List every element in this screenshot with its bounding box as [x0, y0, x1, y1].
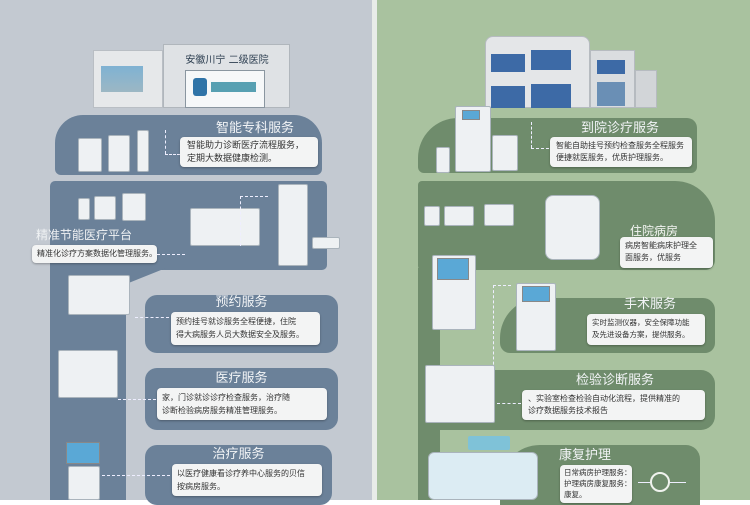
- medical-cabinet-icon: [108, 135, 130, 172]
- text-line: 护理病房康复服务：: [564, 479, 632, 488]
- text-line: 诊疗数据服务技术报告: [528, 406, 608, 415]
- text-line: 精准化诊疗方案数据化管理服务。: [37, 249, 157, 258]
- cabinet-icon: [436, 147, 450, 173]
- section-title: 手术服务: [623, 297, 676, 312]
- text-line: 面服务，优服务: [625, 253, 681, 262]
- section-title: 检验诊断服务: [575, 373, 654, 388]
- text-line: 病房智能病床护理全: [625, 241, 697, 250]
- section-title: 医疗服务: [215, 371, 268, 386]
- printer-icon: [312, 237, 340, 249]
- text-line: 及先进设备方案，提供服务。: [592, 330, 690, 339]
- care-badge-icon: [650, 472, 670, 492]
- text-line: 得大病服务人员大数据安全及服务。: [176, 330, 304, 339]
- lab-analyzer-icon: [424, 206, 440, 226]
- equipment-cart-icon: [492, 135, 518, 171]
- building-sign: 安徽川宁 二级医院: [185, 55, 269, 66]
- equipment-icon: [78, 198, 90, 220]
- text-line: 智能自助挂号预约检查服务全程服务: [556, 141, 684, 150]
- monitor-cart-icon: [278, 184, 308, 266]
- text-line: 以医疗健康看诊疗养中心服务的贝信: [177, 469, 305, 478]
- lab-analyzer-icon: [444, 206, 474, 226]
- scanner-icon: [190, 208, 260, 246]
- hospital-building-left: 安徽川宁 二级医院: [93, 44, 290, 108]
- text-line: 便捷就医服务，优质护理服务。: [556, 153, 668, 162]
- hospital-logo: [193, 78, 207, 96]
- treatment-tray-icon: [468, 436, 510, 450]
- xray-machine-icon: [68, 275, 130, 315]
- section-title: 康复护理: [558, 448, 611, 463]
- section-text: 、实验室检查检验自动化流程，提供精准的 诊疗数据服务技术报告: [522, 390, 705, 420]
- section-text: 实时监测仪器，安全保障功能 及先进设备方案，提供服务。: [587, 314, 705, 345]
- computer-tower-icon: [68, 466, 100, 500]
- section-text: 家，门诊就诊诊疗检查服务，治疗随 诊断检验病房服务精准管理服务。: [157, 388, 327, 420]
- section-text: 精准化诊疗方案数据化管理服务。: [32, 245, 157, 263]
- text-line: 实时监测仪器，安全保障功能: [592, 318, 690, 327]
- text-line: 按病房服务。: [177, 482, 225, 491]
- text-line: 家，门诊就诊诊疗检查服务，治疗随: [162, 393, 290, 402]
- ultrasound-icon: [58, 350, 118, 398]
- section-title: 智能专科服务: [215, 121, 294, 136]
- text-line: 日常病房护理服务：: [564, 468, 632, 477]
- monitor-screen: [522, 286, 550, 302]
- equipment-icon: [94, 196, 116, 220]
- section-title: 住院病房: [630, 224, 679, 238]
- section-text: 智能助力诊断医疗流程服务， 定期大数据健康检测。: [180, 137, 318, 167]
- diagnostic-device-icon: [425, 365, 495, 423]
- section-text: 日常病房护理服务： 护理病房康复服务： 康复。: [560, 465, 632, 503]
- monitor-screen: [462, 110, 480, 120]
- text-line: 诊断检验病房服务精准管理服务。: [162, 406, 282, 415]
- section-title: 到院诊疗服务: [580, 121, 659, 136]
- panel-divider: [372, 0, 377, 500]
- text-line: 智能助力诊断医疗流程服务，: [187, 141, 305, 151]
- medical-cabinet-icon: [78, 138, 102, 172]
- computer-monitor-icon: [66, 442, 100, 464]
- text-line: 定期大数据健康检测。: [187, 154, 278, 164]
- monitor-screen: [437, 258, 469, 280]
- hospital-building-right: [485, 30, 657, 108]
- hospital-stretcher-icon: [428, 452, 538, 500]
- text-line: 预约挂号就诊服务全程便捷，住院: [176, 317, 296, 326]
- section-text: 病房智能病床护理全 面服务，优服务: [620, 237, 713, 268]
- text-line: 、实验室检查检验自动化流程，提供精准的: [528, 394, 680, 403]
- equipment-icon: [122, 193, 146, 221]
- section-title: 精准节能医疗平台: [36, 228, 133, 242]
- text-line: 康复。: [564, 490, 587, 499]
- section-title: 治疗服务: [212, 447, 265, 462]
- lab-analyzer-icon: [484, 204, 514, 226]
- section-text: 预约挂号就诊服务全程便捷，住院 得大病服务人员大数据安全及服务。: [171, 312, 320, 345]
- section-text: 以医疗健康看诊疗养中心服务的贝信 按病房服务。: [172, 464, 322, 496]
- section-text: 智能自助挂号预约检查服务全程服务 便捷就医服务，优质护理服务。: [550, 137, 692, 167]
- hospital-bed-icon: [545, 195, 600, 260]
- section-title: 预约服务: [215, 295, 268, 310]
- infusion-stand-icon: [137, 130, 149, 172]
